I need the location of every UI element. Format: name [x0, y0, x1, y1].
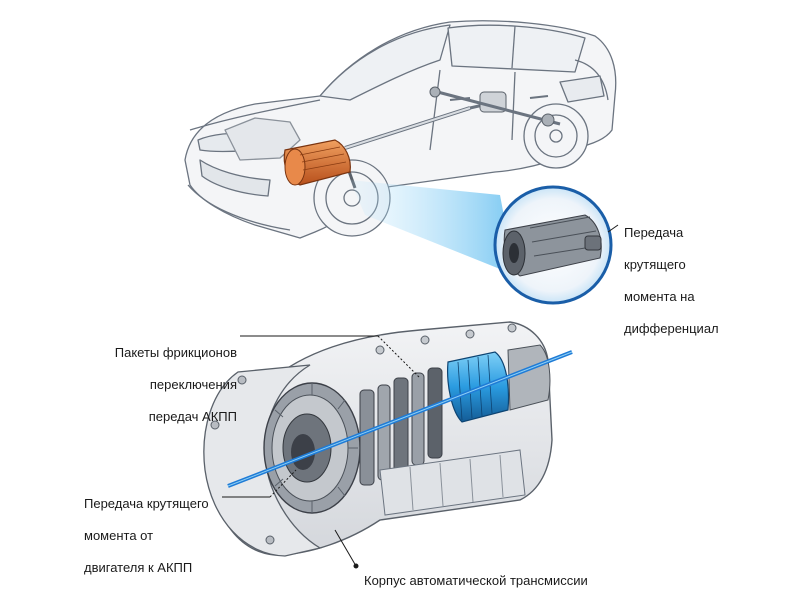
- label-torque-from-engine-line-3: двигателя к АКПП: [84, 560, 193, 575]
- label-clutch-packs-line-2: переключения: [149, 377, 237, 392]
- label-clutch-packs: Пакеты фрикционов переключения передач А…: [97, 329, 237, 441]
- label-torque-to-differential-line-2: крутящего: [624, 257, 686, 272]
- label-torque-to-differential-line-1: Передача: [624, 225, 684, 240]
- inset-transmission: [493, 185, 613, 305]
- label-torque-to-differential-line-3: момента на: [624, 289, 695, 304]
- cutaway-transmission: [203, 321, 573, 557]
- car-windshield: [319, 24, 451, 101]
- leader-lines: [222, 224, 619, 569]
- car-side-windows: [447, 24, 586, 73]
- label-clutch-packs-line-1: Пакеты фрикционов: [114, 345, 237, 360]
- car-rear-axle: [429, 88, 561, 126]
- leader-housing: [334, 529, 357, 567]
- glow-beam: [350, 180, 515, 275]
- label-torque-to-differential: Передача крутящего момента на дифференци…: [624, 209, 719, 353]
- label-torque-from-engine-line-1: Передача крутящего: [84, 496, 209, 511]
- leader-inset: [607, 224, 619, 233]
- label-transmission-housing: Корпус автоматической трансмиссии: [364, 557, 588, 605]
- car-driveline: [283, 86, 561, 189]
- label-torque-to-differential-line-4: дифференциал: [624, 321, 719, 336]
- label-torque-from-engine: Передача крутящего момента от двигателя …: [84, 480, 209, 592]
- label-clutch-packs-line-3: передач АКПП: [148, 409, 237, 424]
- car-rear-wheel: [523, 103, 589, 169]
- car-grille: [199, 159, 271, 197]
- label-torque-from-engine-line-2: момента от: [84, 528, 154, 543]
- label-transmission-housing-text: Корпус автоматической трансмиссии: [364, 573, 588, 588]
